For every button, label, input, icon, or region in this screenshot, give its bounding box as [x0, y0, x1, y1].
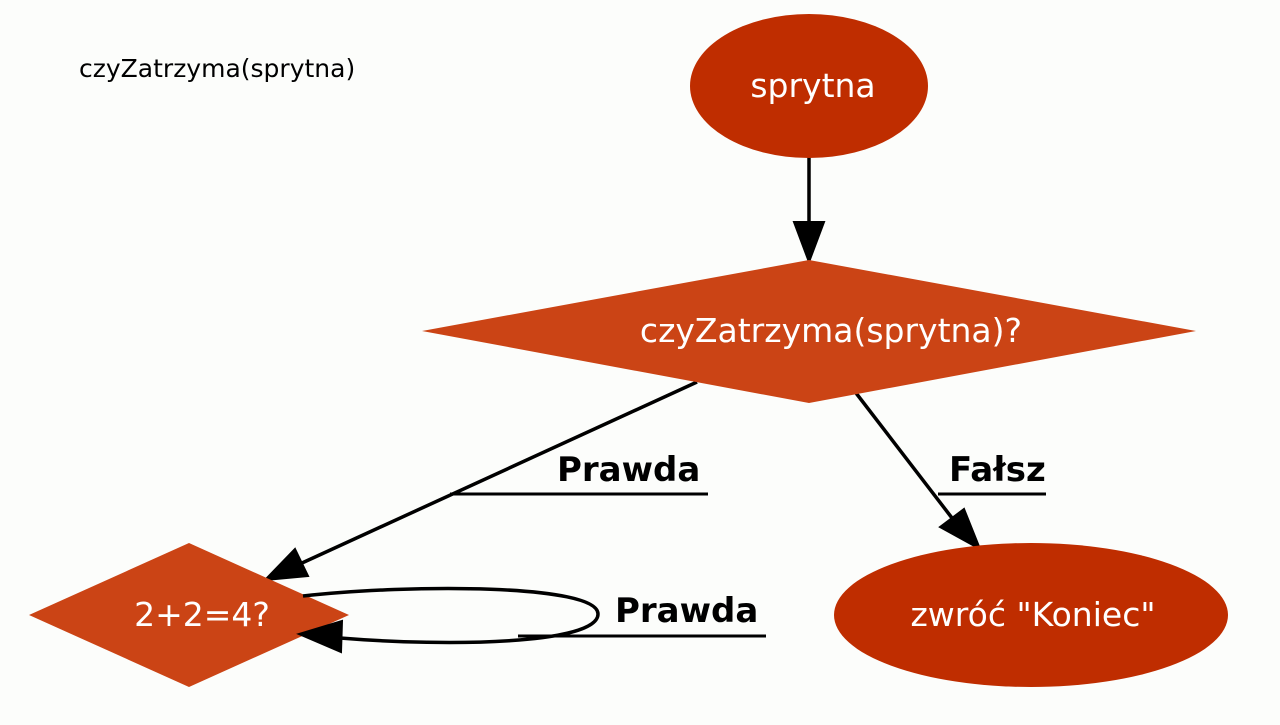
- node-end-label: zwróć "Koniec": [910, 595, 1155, 634]
- edge-start-to-decision: [792, 157, 826, 265]
- node-start: sprytna: [690, 14, 928, 158]
- edge-label-true: Prawda: [557, 450, 700, 490]
- edge-false-branch: Fałsz: [854, 391, 1046, 552]
- node-end: zwróć "Koniec": [834, 543, 1228, 687]
- node-loop-label: 2+2=4?: [134, 595, 270, 634]
- node-decision: czyZatrzyma(sprytna)?: [422, 260, 1196, 403]
- edge-label-self-loop: Prawda: [615, 591, 758, 631]
- diagram-caption: czyZatrzyma(sprytna): [79, 54, 356, 83]
- node-start-label: sprytna: [750, 66, 875, 105]
- node-decision-label: czyZatrzyma(sprytna)?: [640, 311, 1022, 350]
- node-loop: 2+2=4?: [29, 543, 349, 687]
- edge-label-false: Fałsz: [949, 450, 1046, 490]
- edge-self-loop: Prawda: [296, 586, 766, 654]
- edge-true-branch: Prawda: [262, 380, 708, 582]
